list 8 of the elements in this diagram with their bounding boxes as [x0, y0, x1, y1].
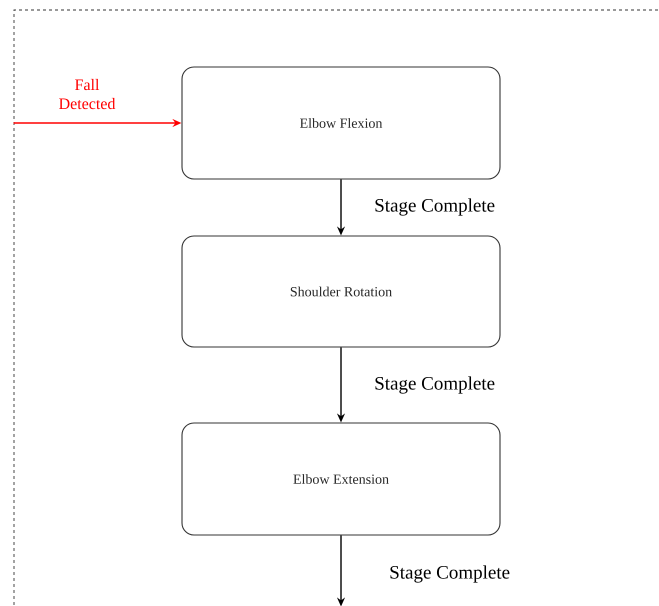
- edge-label: Stage Complete: [375, 198, 494, 216]
- edge-label: Stage Complete: [375, 376, 494, 394]
- edge-label: Fall Detected: [59, 78, 116, 110]
- process-box: Shoulder Rotation: [181, 235, 501, 348]
- process-box: Elbow Extension: [181, 422, 501, 536]
- dashed-frame: [14, 10, 659, 606]
- edge-label: Stage Complete: [390, 565, 510, 583]
- process-box: Elbow Flexion: [181, 66, 501, 180]
